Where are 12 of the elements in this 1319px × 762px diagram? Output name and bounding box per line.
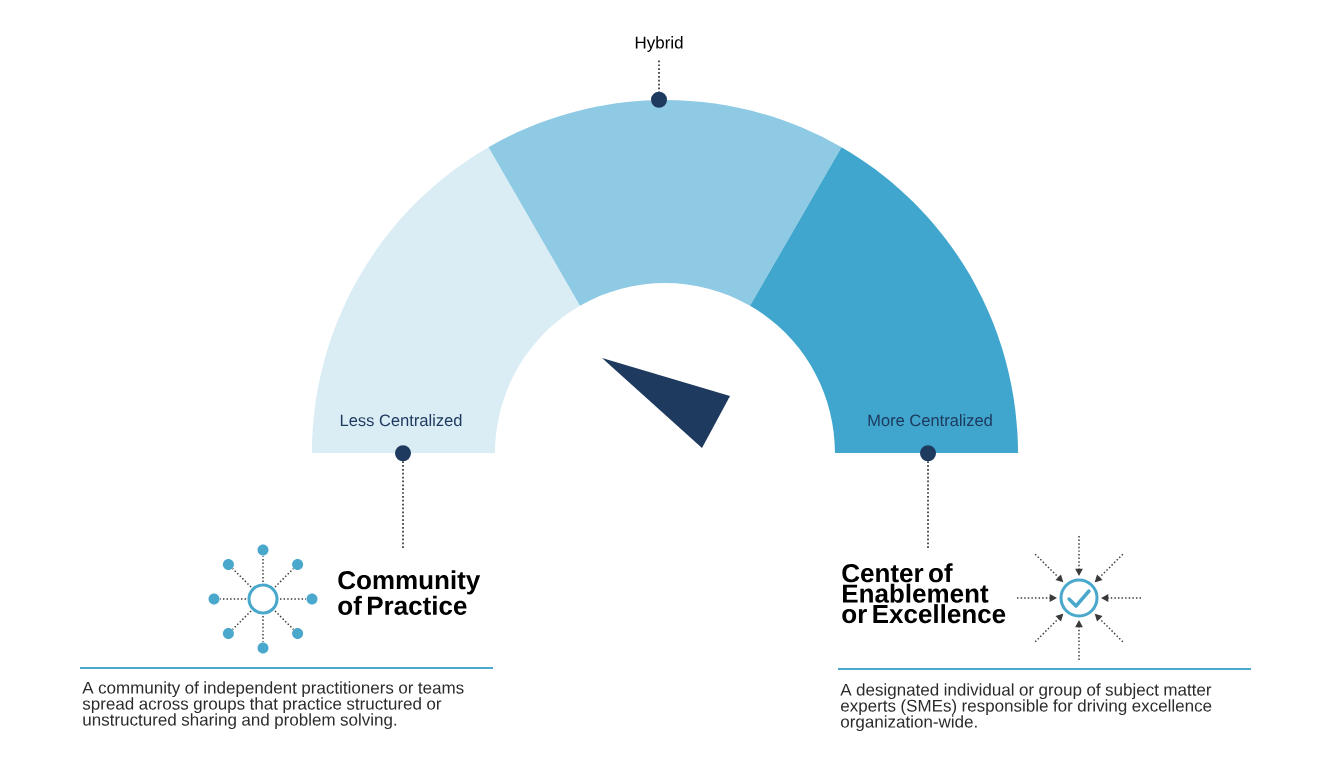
heading: Community of Practice: [338, 570, 481, 615]
gauge-segment: Less Centralized: [312, 147, 580, 453]
gauge-segment: [488, 100, 842, 306]
leader-line: [920, 445, 936, 549]
heading: Center of Enablement or Excellence: [842, 563, 1006, 624]
description-text: A designated individual or group of subject matter experts (SMEs) responsible for driving excellence organization-wide.: [840, 683, 1212, 732]
leader-line: [651, 59, 667, 108]
gauge-needle: [602, 358, 730, 448]
gauge-segment: More Centralized: [750, 147, 1018, 453]
description-text: A community of independent practitioners or teams spread across groups that practice structured or unstructured sharing and problem solving.: [82, 681, 464, 730]
scale-label: Hybrid: [635, 36, 683, 52]
leader-line: [395, 445, 411, 549]
